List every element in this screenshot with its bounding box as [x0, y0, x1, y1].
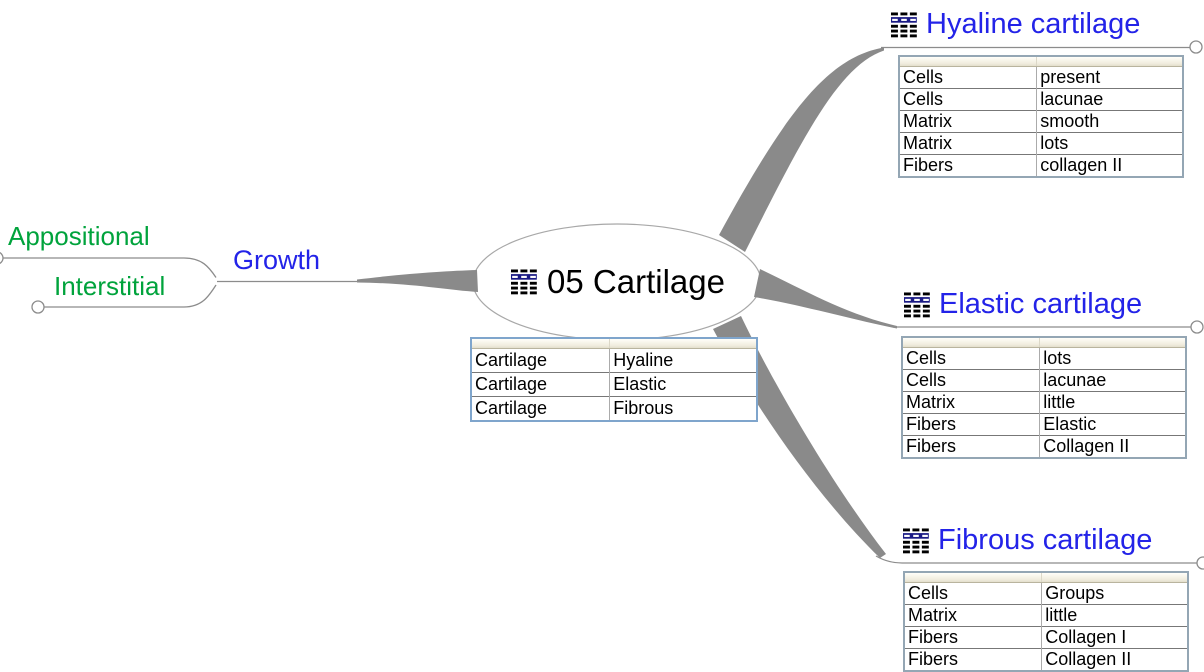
node-appositional[interactable]: Appositional	[8, 221, 150, 252]
attribute-column-header	[902, 337, 1041, 348]
node-label-hyaline: Hyaline cartilage	[926, 8, 1141, 40]
node-underline-appositional	[2, 257, 217, 278]
attribute-value[interactable]: lacunae	[1036, 88, 1183, 111]
attribute-value[interactable]: Collagen II	[1041, 648, 1188, 671]
node-interstitial[interactable]: Interstitial	[54, 271, 165, 302]
attribute-name[interactable]: Fibers	[902, 435, 1040, 458]
attribute-name[interactable]: Cells	[899, 66, 1037, 89]
node-label-root: 05 Cartilage	[547, 263, 725, 300]
attribute-column-header	[609, 338, 757, 349]
node-hyaline-cartilage[interactable]: Hyaline cartilage	[891, 8, 1140, 41]
attributes-icon	[511, 269, 537, 295]
attribute-value[interactable]: Collagen I	[1041, 626, 1188, 649]
node-label-elastic: Elastic cartilage	[939, 288, 1143, 320]
node-label-appositional: Appositional	[8, 221, 150, 251]
attribute-value[interactable]: lacunae	[1039, 369, 1186, 392]
attribute-name[interactable]: Fibers	[904, 648, 1042, 671]
attribute-value[interactable]: present	[1036, 66, 1183, 89]
node-growth[interactable]: Growth	[233, 245, 320, 276]
attributes-icon	[903, 527, 929, 553]
attribute-name[interactable]: Matrix	[899, 132, 1037, 155]
attribute-value[interactable]: Hyaline	[609, 348, 757, 373]
attribute-value[interactable]: little	[1041, 604, 1188, 627]
attribute-column-header	[471, 338, 611, 349]
attribute-name[interactable]: Cells	[904, 582, 1042, 605]
fold-handle-appositional[interactable]	[0, 252, 4, 264]
attribute-value[interactable]: Collagen II	[1039, 435, 1186, 458]
attribute-name[interactable]: Cells	[899, 88, 1037, 111]
attribute-column-header	[904, 572, 1043, 583]
edge-root-growth	[357, 270, 478, 292]
attribute-name[interactable]: Fibers	[902, 413, 1040, 436]
node-elastic-cartilage[interactable]: Elastic cartilage	[904, 288, 1142, 321]
attribute-column-header	[899, 56, 1038, 67]
attribute-value[interactable]: Elastic	[1039, 413, 1186, 436]
node-label-growth: Growth	[233, 245, 321, 275]
attribute-column-header	[1041, 572, 1188, 583]
edge-root-elastic	[754, 269, 897, 329]
attribute-name[interactable]: Fibers	[904, 626, 1042, 649]
fold-handle-hyaline[interactable]	[1189, 40, 1203, 54]
node-root[interactable]: 05 Cartilage	[484, 259, 752, 305]
fold-handle-interstitial[interactable]	[31, 300, 45, 314]
node-label-interstitial: Interstitial	[54, 271, 166, 301]
node-underline-fibrous	[875, 555, 1198, 564]
attribute-value[interactable]: Fibrous	[609, 396, 757, 421]
attribute-column-header	[1039, 337, 1186, 348]
attribute-name[interactable]: Matrix	[899, 110, 1037, 133]
attribute-value[interactable]: lots	[1036, 132, 1183, 155]
node-fibrous-cartilage[interactable]: Fibrous cartilage	[903, 524, 1152, 557]
attribute-name[interactable]: Matrix	[904, 604, 1042, 627]
attribute-value[interactable]: little	[1039, 391, 1186, 414]
attributes-icon	[891, 11, 917, 37]
attribute-name[interactable]: Cartilage	[471, 372, 610, 397]
attributes-icon	[904, 291, 930, 317]
attribute-name[interactable]: Cells	[902, 347, 1040, 370]
attribute-value[interactable]: collagen II	[1036, 154, 1183, 177]
fold-handle-elastic[interactable]	[1190, 320, 1204, 334]
attribute-name[interactable]: Cartilage	[471, 396, 610, 421]
attribute-name[interactable]: Fibers	[899, 154, 1037, 177]
node-label-fibrous: Fibrous cartilage	[938, 524, 1153, 556]
attribute-value[interactable]: Elastic	[609, 372, 757, 397]
attribute-value[interactable]: smooth	[1036, 110, 1183, 133]
edge-root-hyaline	[719, 47, 884, 252]
attribute-name[interactable]: Cells	[902, 369, 1040, 392]
attribute-name[interactable]: Cartilage	[471, 348, 610, 373]
attribute-column-header	[1036, 56, 1183, 67]
attribute-value[interactable]: Groups	[1041, 582, 1188, 605]
fold-handle-fibrous[interactable]	[1196, 556, 1204, 570]
attribute-value[interactable]: lots	[1039, 347, 1186, 370]
attribute-name[interactable]: Matrix	[902, 391, 1040, 414]
node-underline-interstitial	[44, 284, 217, 308]
